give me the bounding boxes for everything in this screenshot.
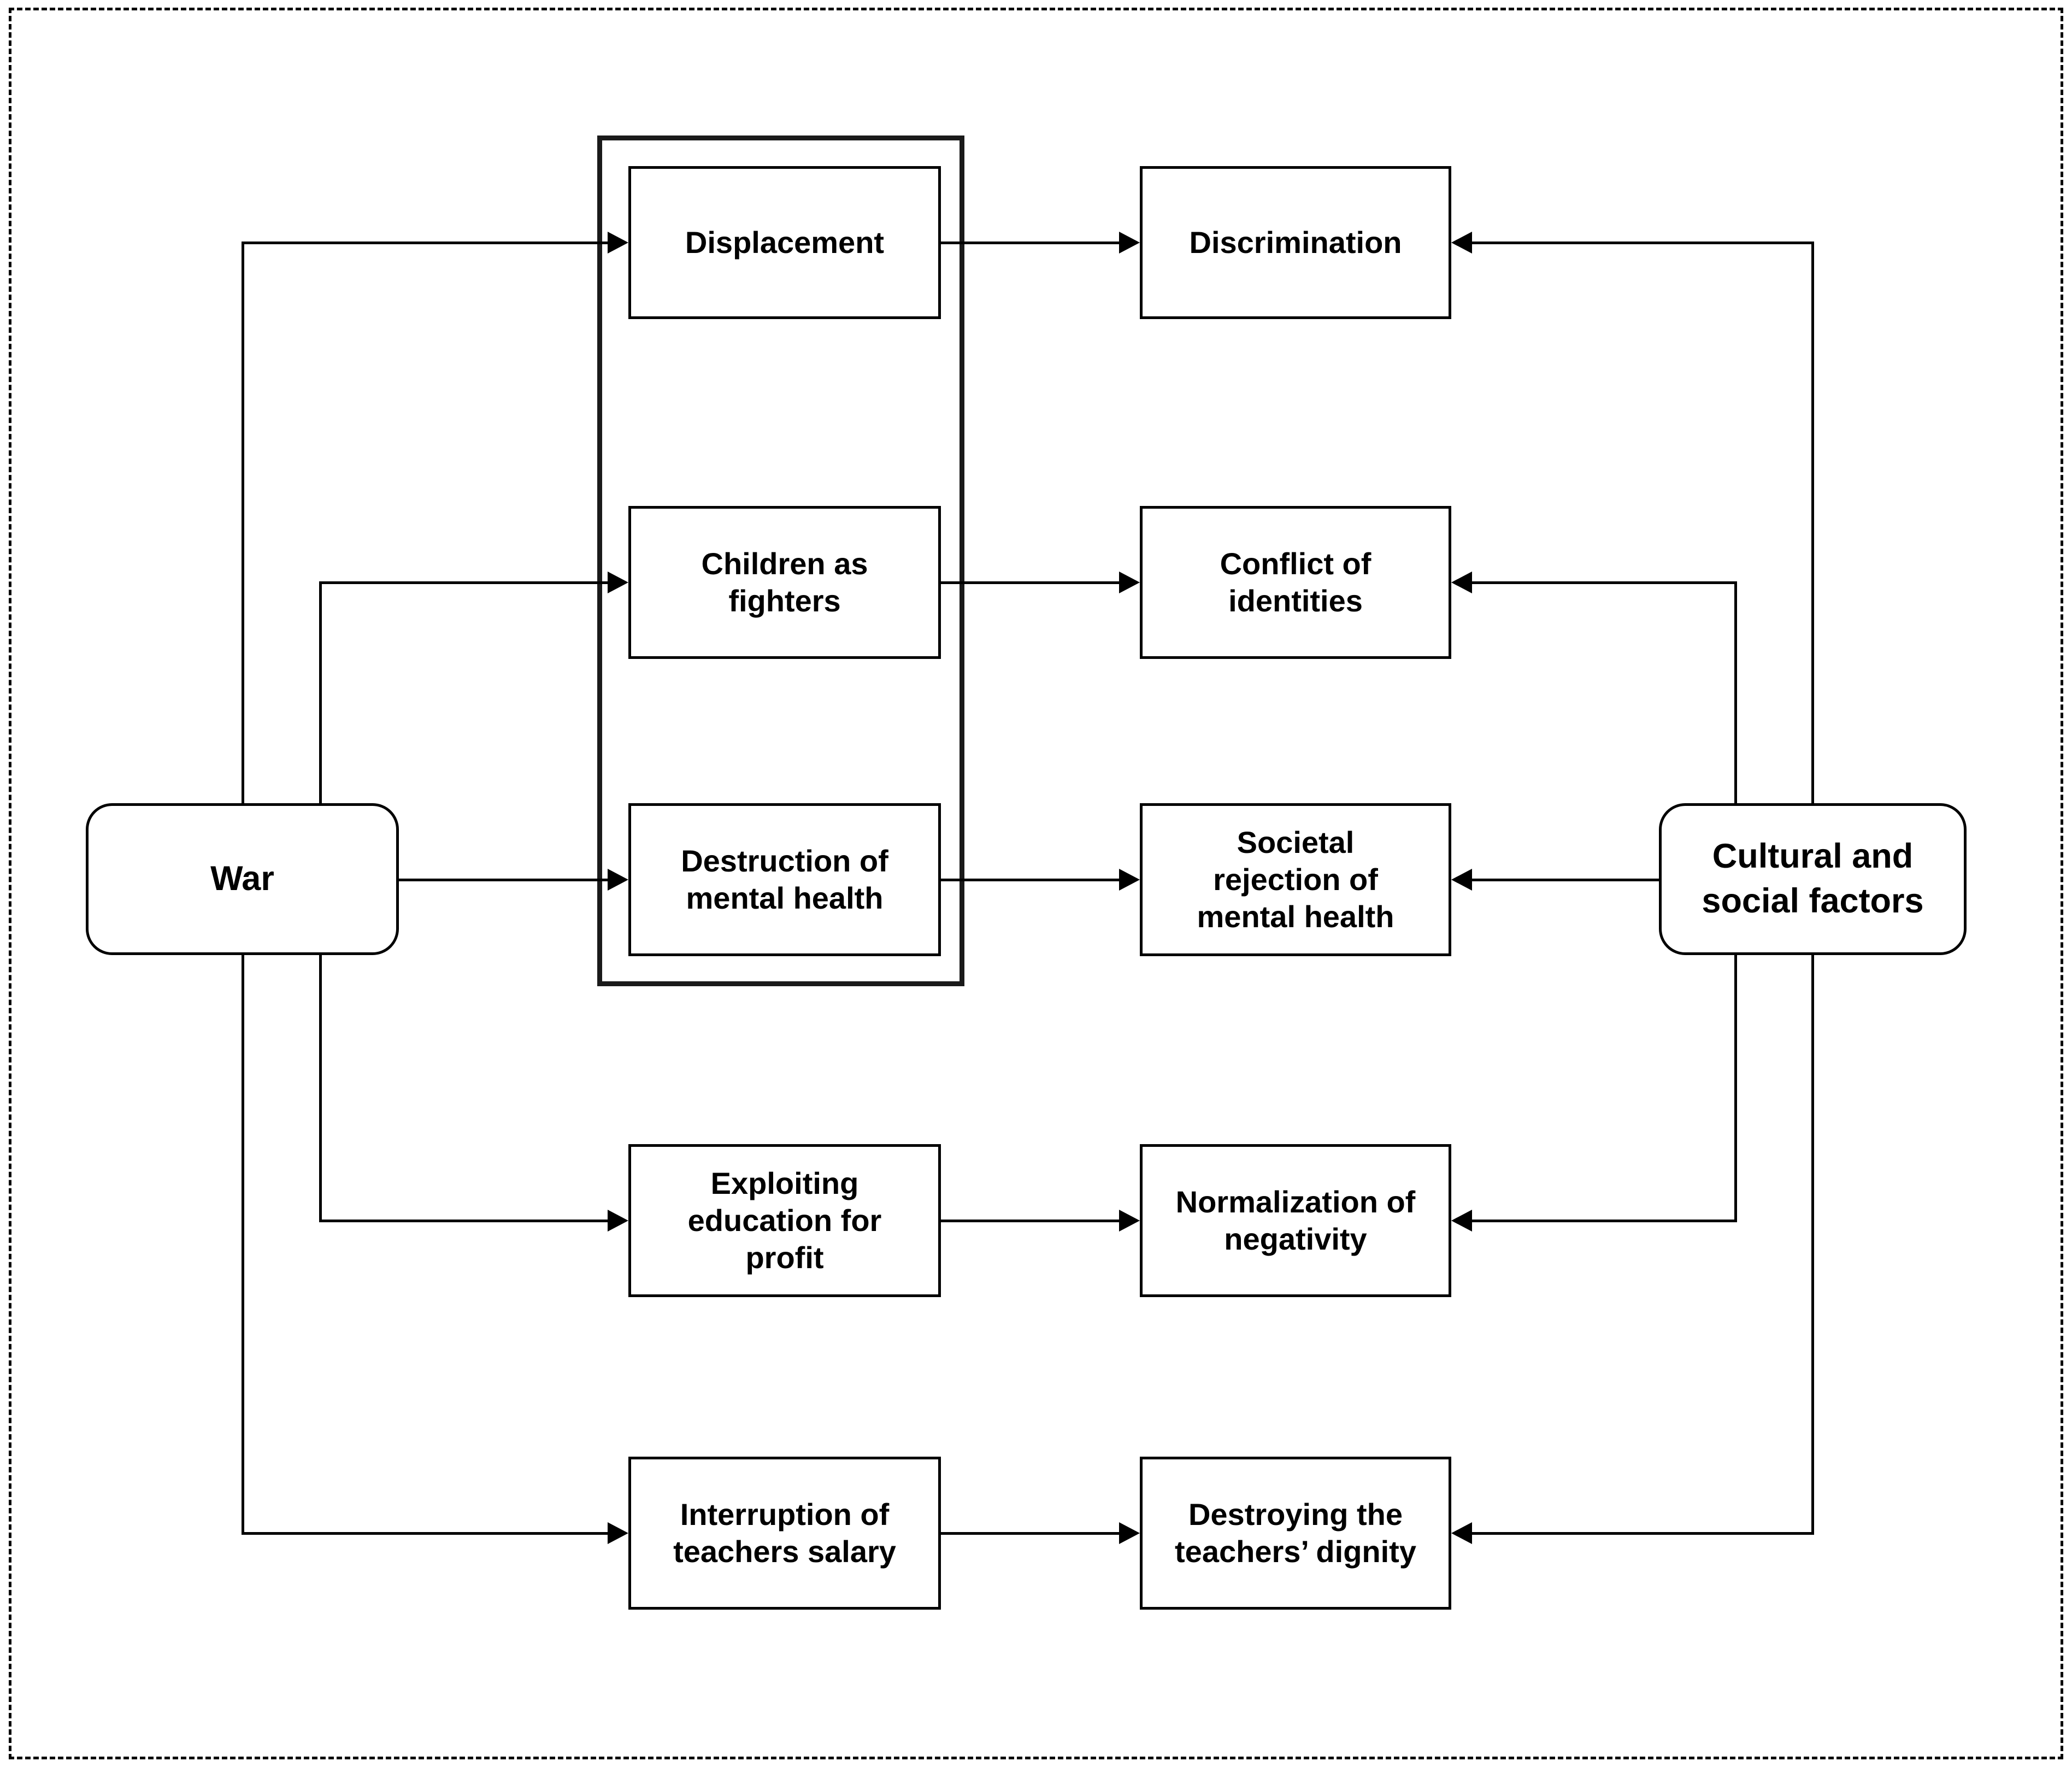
edge-interruption-destroying-segment [941,1532,1119,1535]
edge-war-interruption-arrowhead-icon [608,1522,628,1544]
edge-children-conflict-segment [941,581,1119,584]
edge-cultural-societal-arrowhead-icon [1451,869,1472,891]
node-normalization-of-negativity-label: Normalization of negativity [1175,1184,1416,1256]
edge-cultural-destroying-arrowhead-icon [1451,1522,1472,1544]
node-destroying-the-teachers-dignity: Destroying the teachers’ dignity [1140,1457,1451,1610]
node-societal-rejection-of-mental-health-label: Societal rejection of mental health [1197,824,1394,934]
edge-displacement-discrimination-arrowhead-icon [1119,232,1140,254]
node-societal-rejection-of-mental-health: Societal rejection of mental health [1140,803,1451,956]
node-destruction-of-mental-health: Destruction of mental health [628,803,941,956]
node-discrimination: Discrimination [1140,166,1451,319]
node-conflict-of-identities-label: Conflict of identities [1220,546,1371,618]
edge-war-interruption-segment [242,1532,608,1535]
edge-war-exploiting-segment [319,955,322,1222]
node-destroying-the-teachers-dignity-label: Destroying the teachers’ dignity [1175,1497,1416,1569]
edge-displacement-discrimination-segment [941,242,1119,244]
edge-war-destruction-arrowhead-icon [608,869,628,891]
edge-war-displacement-segment [242,242,244,804]
node-exploiting-education-for-profit-label: Exploiting education for profit [687,1165,882,1275]
edge-cultural-discrimination-arrowhead-icon [1451,232,1472,254]
edge-interruption-destroying-arrowhead-icon [1119,1522,1140,1544]
edge-war-displacement-segment [242,242,608,244]
node-cultural-and-social-factors-label: Cultural and social factors [1702,837,1924,920]
edge-war-children-segment [319,581,608,584]
edge-war-exploiting-arrowhead-icon [608,1210,628,1232]
edge-cultural-normalization-segment [1734,955,1737,1222]
edge-cultural-destroying-segment [1811,955,1814,1535]
edge-cultural-destroying-segment [1472,1532,1814,1535]
node-cultural-and-social-factors: Cultural and social factors [1659,803,1967,955]
node-discrimination-label: Discrimination [1189,225,1402,260]
node-conflict-of-identities: Conflict of identities [1140,506,1451,659]
edge-exploiting-normalization-segment [941,1220,1119,1222]
edge-cultural-conflict-segment [1472,581,1737,584]
node-displacement-label: Displacement [685,225,885,260]
node-children-as-fighters-label: Children as fighters [701,546,868,618]
edge-exploiting-normalization-arrowhead-icon [1119,1210,1140,1232]
node-children-as-fighters: Children as fighters [628,506,941,659]
edge-cultural-normalization-arrowhead-icon [1451,1210,1472,1232]
edge-cultural-discrimination-segment [1811,242,1814,804]
edge-children-conflict-arrowhead-icon [1119,572,1140,593]
edge-war-destruction-segment [399,879,608,881]
node-war-label: War [210,859,274,898]
dashed-figure-border [9,8,2063,1759]
edge-cultural-normalization-segment [1472,1220,1737,1222]
node-exploiting-education-for-profit: Exploiting education for profit [628,1144,941,1297]
edge-war-displacement-arrowhead-icon [608,232,628,254]
edge-war-exploiting-segment [319,1220,608,1222]
edge-war-children-segment [319,581,322,804]
edge-destruction-societal-arrowhead-icon [1119,869,1140,891]
edge-war-children-arrowhead-icon [608,572,628,593]
edge-cultural-conflict-arrowhead-icon [1451,572,1472,593]
node-normalization-of-negativity: Normalization of negativity [1140,1144,1451,1297]
node-displacement: Displacement [628,166,941,319]
edge-cultural-discrimination-segment [1472,242,1814,244]
edge-war-interruption-segment [242,955,244,1535]
node-interruption-of-teachers-salary-label: Interruption of teachers salary [673,1497,896,1569]
edge-destruction-societal-segment [941,879,1119,881]
node-war: War [86,803,399,955]
edge-cultural-societal-segment [1472,879,1659,881]
node-destruction-of-mental-health-label: Destruction of mental health [681,843,888,915]
edge-cultural-conflict-segment [1734,581,1737,804]
node-interruption-of-teachers-salary: Interruption of teachers salary [628,1457,941,1610]
